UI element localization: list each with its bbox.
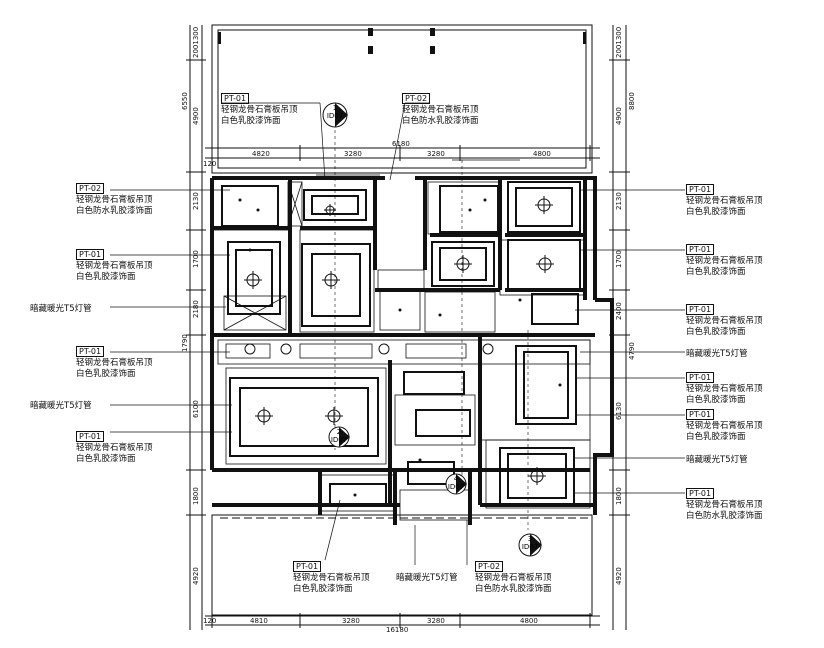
dim-bottom-total: 16180 bbox=[386, 626, 409, 634]
dim-right-4: 1700 bbox=[615, 250, 623, 268]
dim-top-total: 6180 bbox=[392, 140, 410, 148]
label-pt01-right-3: PT-01 轻钢龙骨石膏板吊顶 白色乳胶漆饰面 bbox=[686, 304, 763, 337]
dim-right-6: 4790 bbox=[628, 342, 636, 360]
dim-top-4: 4800 bbox=[533, 150, 551, 158]
dim-bottom-3: 3280 bbox=[427, 617, 445, 625]
label-pt01-top: PT-01 轻钢龙骨石膏板吊顶 白色乳胶漆饰面 bbox=[221, 93, 298, 126]
dim-right-2: 4900 bbox=[615, 107, 623, 125]
label-pt01-left-2: PT-01 轻钢龙骨石膏板吊顶 白色乳胶漆饰面 bbox=[76, 346, 153, 379]
dim-left-3: 2130 bbox=[192, 192, 200, 210]
dim-right-5: 2400 bbox=[615, 302, 623, 320]
label-pt01-left-3: PT-01 轻钢龙骨石膏板吊顶 白色乳胶漆饰面 bbox=[76, 431, 153, 464]
dim-left-9: 4920 bbox=[192, 567, 200, 585]
label-lamp-left-1: 暗藏暖光T5灯管 bbox=[30, 304, 92, 314]
dim-right-total: 8800 bbox=[628, 92, 636, 110]
label-pt01-right-6: PT-01 轻钢龙骨石膏板吊顶 白色防水乳胶漆饰面 bbox=[686, 488, 763, 521]
dim-left-total: 6550 bbox=[181, 92, 189, 110]
dim-right-7: 6130 bbox=[615, 402, 623, 420]
dim-right-3: 2130 bbox=[615, 192, 623, 210]
label-pt02-top: PT-02 轻钢龙骨石膏板吊顶 白色防水乳胶漆饰面 bbox=[402, 93, 479, 126]
dim-bottom-1: 4810 bbox=[250, 617, 268, 625]
label-pt01-left-1: PT-01 轻钢龙骨石膏板吊顶 白色乳胶漆饰面 bbox=[76, 249, 153, 282]
pt02-tag: PT-02 bbox=[76, 183, 105, 194]
label-pt01-bottom: PT-01 轻钢龙骨石膏板吊顶 白色乳胶漆饰面 bbox=[293, 561, 370, 594]
label-lamp-left-2: 暗藏暖光T5灯管 bbox=[30, 401, 92, 411]
dim-left-5: 2180 bbox=[192, 300, 200, 318]
dim-right-9: 4920 bbox=[615, 567, 623, 585]
label-pt01-right-5: PT-01 轻钢龙骨石膏板吊顶 白色乳胶漆饰面 bbox=[686, 409, 763, 442]
lamp bbox=[535, 196, 553, 214]
dim-right-8: 1800 bbox=[615, 487, 623, 505]
dim-bottom-side: 120 bbox=[203, 617, 217, 625]
dim-top-3: 3280 bbox=[427, 150, 445, 158]
label-pt01-right-1: PT-01 轻钢龙骨石膏板吊顶 白色乳胶漆饰面 bbox=[686, 184, 763, 217]
dim-left-1: 2001300 bbox=[192, 26, 200, 58]
dim-left-4: 1700 bbox=[192, 250, 200, 268]
dim-left-7: 6100 bbox=[192, 400, 200, 418]
label-lamp-bottom: 暗藏暖光T5灯管 bbox=[396, 573, 458, 583]
dim-right-1: 2001300 bbox=[615, 26, 623, 58]
dim-top-side: 120 bbox=[203, 160, 217, 168]
dim-top-2: 3280 bbox=[344, 150, 362, 158]
label-pt02-bottom: PT-02 轻钢龙骨石膏板吊顶 白色防水乳胶漆饰面 bbox=[475, 561, 552, 594]
label-pt02-left-top: PT-02 轻钢龙骨石膏板吊顶 白色防水乳胶漆饰面 bbox=[76, 183, 153, 216]
label-lamp-right-1: 暗藏暖光T5灯管 bbox=[686, 349, 748, 359]
dim-bottom-4: 4800 bbox=[520, 617, 538, 625]
dim-left-6: 1790 bbox=[181, 334, 189, 352]
label-lamp-right-2: 暗藏暖光T5灯管 bbox=[686, 455, 748, 465]
label-pt01-right-2: PT-01 轻钢龙骨石膏板吊顶 白色乳胶漆饰面 bbox=[686, 244, 763, 277]
dim-left-2: 4900 bbox=[192, 107, 200, 125]
label-pt01-right-4: PT-01 轻钢龙骨石膏板吊顶 白色乳胶漆饰面 bbox=[686, 372, 763, 405]
dim-bottom-2: 3280 bbox=[342, 617, 360, 625]
dim-top-1: 4820 bbox=[252, 150, 270, 158]
dim-left-8: 1800 bbox=[192, 487, 200, 505]
